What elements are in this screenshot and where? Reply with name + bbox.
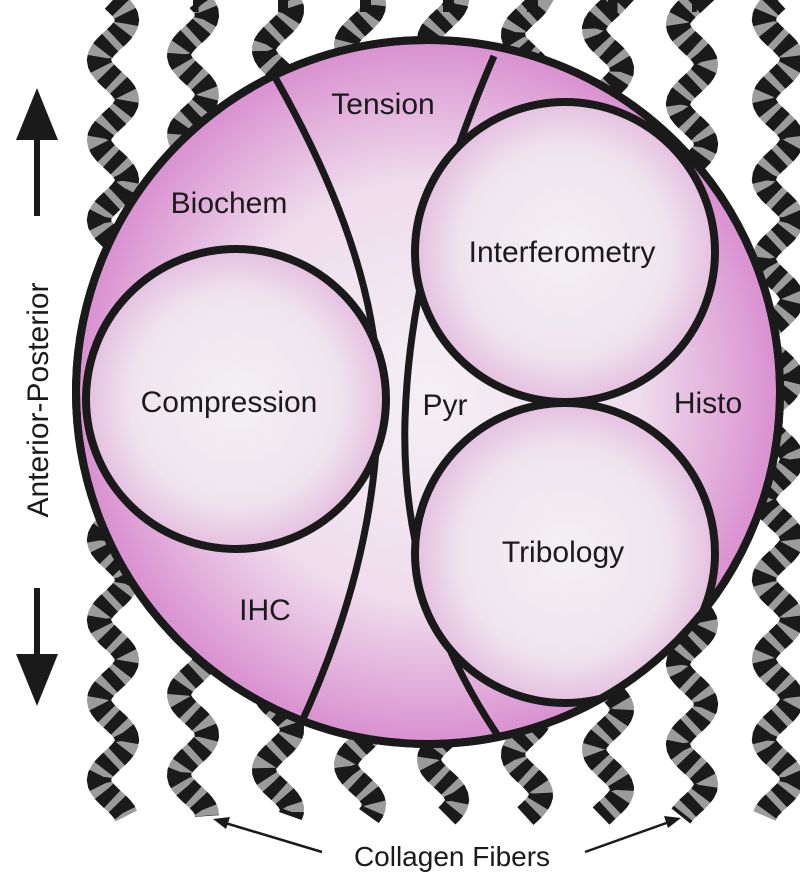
biochem-label: Biochem xyxy=(171,187,288,220)
interferometry-label: Interferometry xyxy=(469,236,656,269)
compression-label: Compression xyxy=(141,386,318,419)
right-pointer-line xyxy=(584,819,673,854)
anterior-posterior-arrow xyxy=(16,88,58,706)
fiber-pointers xyxy=(213,816,681,854)
ihc-label: IHC xyxy=(239,594,291,627)
collagen-fibers-label: Collagen Fibers xyxy=(354,841,550,872)
specimen-disc-outline xyxy=(72,36,784,748)
tribology-label: Tribology xyxy=(502,536,624,569)
left-pointer-arrowhead-icon xyxy=(213,817,230,829)
disc-regions xyxy=(82,54,719,744)
left-pointer-line xyxy=(221,820,323,854)
tension-label: Tension xyxy=(331,88,434,121)
compression-region xyxy=(82,245,390,553)
histo-label: Histo xyxy=(674,387,742,420)
arrow-down-icon xyxy=(16,654,58,706)
pyr-label: Pyr xyxy=(423,389,468,422)
right-pointer-arrowhead-icon xyxy=(664,816,681,828)
arrow-up-icon xyxy=(16,88,58,140)
axis-label: Anterior-Posterior xyxy=(22,282,55,517)
tribology-region xyxy=(411,399,719,707)
